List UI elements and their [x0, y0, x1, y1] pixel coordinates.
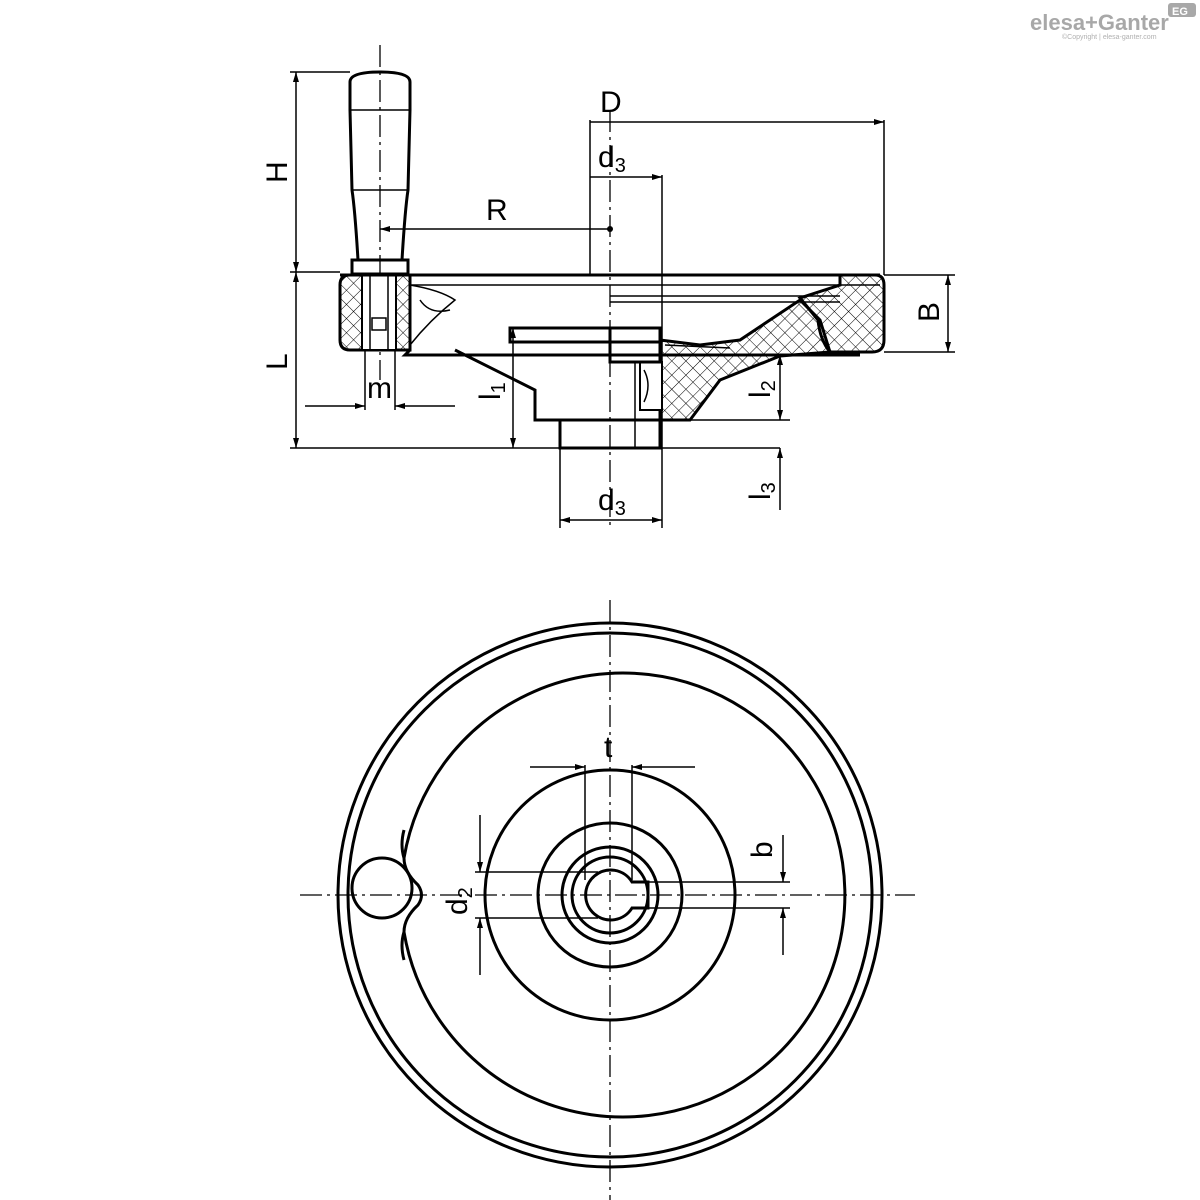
- label-H: H: [261, 161, 294, 183]
- label-b: b: [746, 841, 779, 858]
- crank-handle: [348, 70, 412, 276]
- side-dimensions: [290, 71, 955, 528]
- label-d3-bottom: d3: [598, 484, 626, 520]
- label-m: m: [367, 372, 392, 405]
- label-t: t: [604, 731, 613, 764]
- label-d2: d2: [441, 887, 477, 915]
- label-l3: l3: [744, 482, 780, 500]
- label-l1: l1: [474, 382, 510, 400]
- svg-text:©Copyright | elesa-ganter.com: ©Copyright | elesa-ganter.com: [1062, 33, 1157, 41]
- front-view: [300, 600, 915, 1200]
- label-R: R: [486, 194, 508, 227]
- svg-text:elesa+Ganter: elesa+Ganter: [1030, 10, 1169, 35]
- svg-text:EG: EG: [1172, 6, 1188, 18]
- label-B: B: [913, 302, 946, 322]
- label-D: D: [600, 86, 622, 119]
- label-L: L: [261, 353, 294, 370]
- label-l2: l2: [744, 380, 780, 398]
- label-d3-top: d3: [598, 141, 626, 177]
- elesa-ganter-logo: elesa+Ganter EG ©Copyright | elesa-gante…: [1030, 3, 1196, 41]
